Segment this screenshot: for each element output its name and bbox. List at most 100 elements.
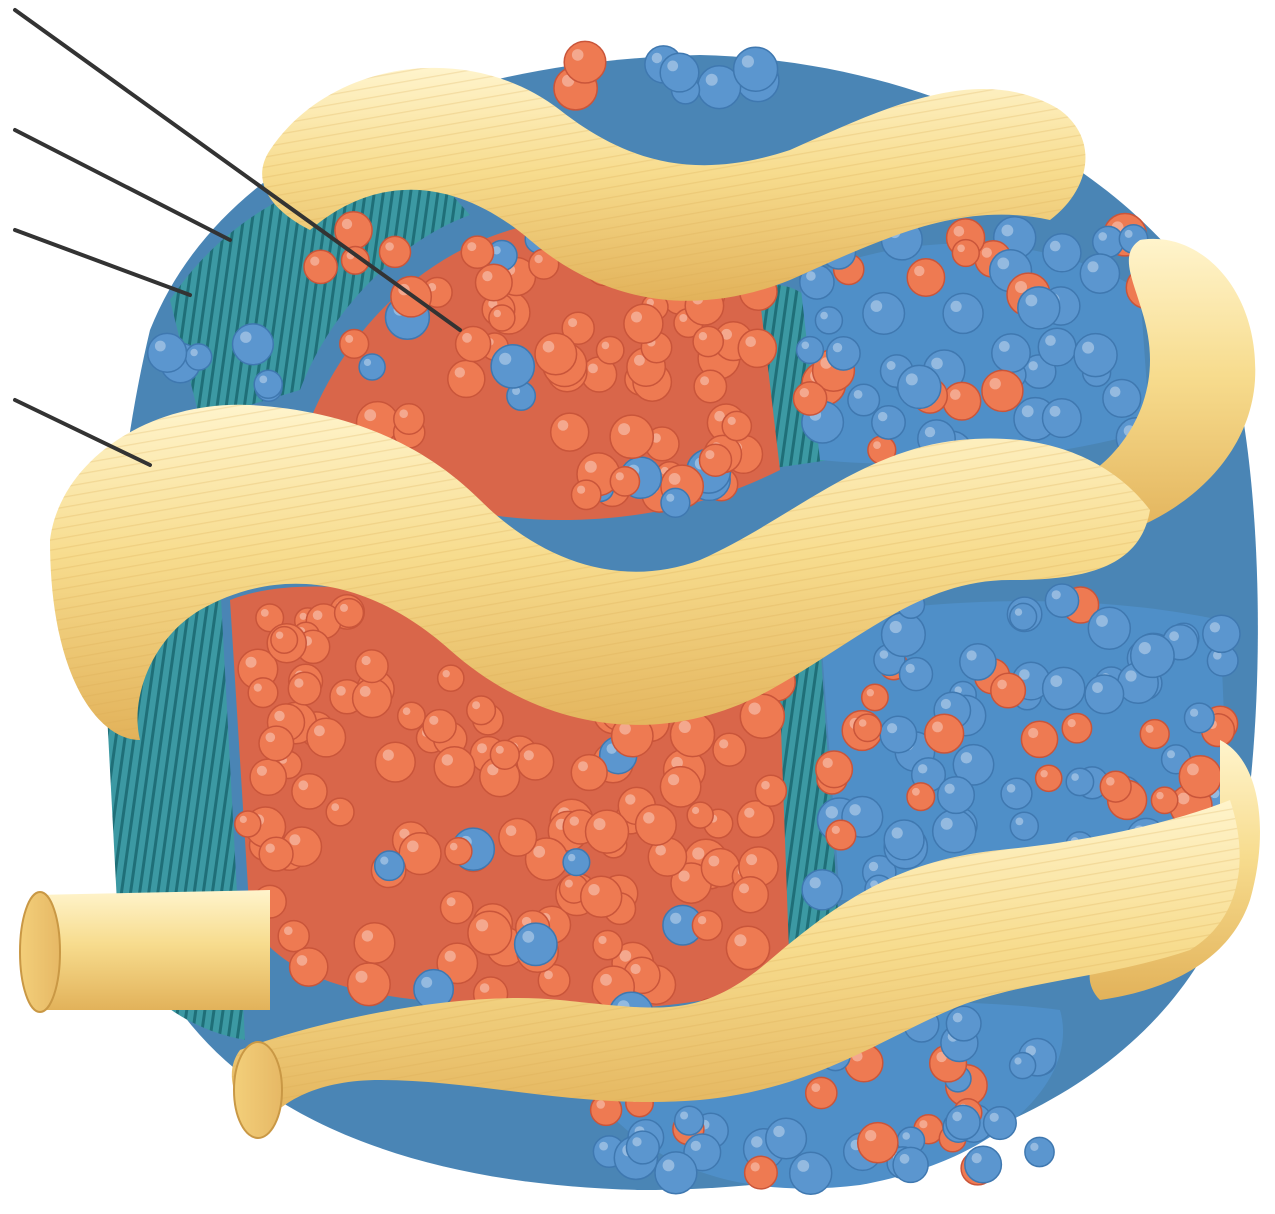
lipid-head-blue: [1203, 615, 1240, 652]
lipid-head-blue: [563, 849, 590, 876]
lipid-head-red: [732, 877, 768, 913]
lipid-head-blue: [965, 1146, 1002, 1183]
lipid-head-highlight: [900, 1154, 910, 1164]
lipid-head-blue: [766, 1118, 807, 1159]
lipid-head-red: [755, 775, 786, 806]
lipid-head-highlight: [364, 359, 371, 366]
lipid-head-red: [380, 236, 411, 267]
lipid-head-blue: [1074, 334, 1117, 377]
lipid-head-highlight: [751, 1162, 760, 1171]
lipid-head-highlight: [602, 342, 610, 350]
lipid-head-red: [551, 413, 589, 451]
lipid-head-blue: [1043, 399, 1082, 438]
lipid-head-red: [694, 370, 726, 402]
lipid-head-blue: [375, 851, 404, 880]
lipid-head-highlight: [506, 825, 517, 836]
lipid-head-highlight: [749, 703, 761, 715]
lipid-head-red: [1151, 787, 1177, 813]
lipid-head-highlight: [967, 650, 977, 660]
lipid-head-highlight: [692, 807, 699, 814]
lipid-head-highlight: [616, 472, 624, 480]
lipid-head-highlight: [482, 271, 492, 281]
lipid-head-blue: [186, 344, 212, 370]
lipid-head-blue: [1043, 234, 1081, 272]
lipid-head-red: [292, 774, 327, 809]
lipid-head-blue: [960, 644, 996, 680]
lipid-head-blue: [946, 1105, 980, 1139]
lipid-head-highlight: [297, 955, 308, 966]
lipid-head-highlight: [953, 1013, 963, 1023]
lipid-head-highlight: [544, 971, 553, 980]
lipid-head-highlight: [890, 621, 902, 633]
lipid-head-highlight: [925, 427, 935, 437]
lipid-head-red: [1140, 720, 1169, 749]
lipid-head-highlight: [728, 417, 736, 425]
lipid-head-highlight: [1068, 719, 1076, 727]
lipid-head-highlight: [399, 409, 408, 418]
lipid-head-blue: [1038, 328, 1076, 366]
lipid-head-red: [700, 444, 732, 476]
lipid-head-blue: [515, 923, 557, 965]
lipid-head-highlight: [631, 312, 642, 323]
lipid-head-highlight: [854, 390, 863, 399]
lipid-head-highlight: [832, 826, 840, 834]
lipid-head-highlight: [972, 1153, 982, 1163]
lipid-head-red: [461, 236, 493, 268]
lipid-head-highlight: [950, 389, 961, 400]
lipid-head-highlight: [691, 1141, 701, 1151]
lipid-head-red: [943, 382, 981, 420]
lipid-head-red: [907, 783, 935, 811]
lipid-head-blue: [233, 324, 274, 365]
lipid-head-highlight: [155, 341, 166, 352]
lipid-head-red: [235, 811, 261, 837]
lipid-head-highlight: [859, 719, 867, 727]
lipid-head-highlight: [1040, 770, 1047, 777]
lipid-head-highlight: [849, 804, 860, 815]
lipid-head-highlight: [462, 333, 472, 343]
lipid-head-red: [354, 923, 395, 964]
lipid-head-blue: [1018, 287, 1060, 329]
lipid-head-red: [982, 370, 1023, 411]
lipid-head-red: [1021, 721, 1057, 757]
lipid-head-blue: [815, 307, 842, 334]
lipid-head-highlight: [572, 49, 584, 61]
lipid-head-highlight: [1190, 709, 1198, 717]
lipid-head-highlight: [447, 897, 456, 906]
lipid-head-red: [925, 714, 964, 753]
lipid-head-highlight: [705, 450, 714, 459]
lipid-head-highlight: [524, 750, 534, 760]
lipid-head-highlight: [871, 300, 883, 312]
lipid-head-blue: [1043, 667, 1085, 709]
sheath-tube-left-stub: [35, 890, 270, 1010]
lipid-head-blue: [661, 488, 690, 517]
lipid-head-highlight: [558, 420, 569, 431]
lipid-head-highlight: [719, 739, 728, 748]
lipid-head-highlight: [568, 854, 575, 861]
lipid-head-red: [1062, 714, 1091, 743]
lipid-head-highlight: [336, 686, 346, 696]
lipid-head-red: [713, 733, 746, 766]
lipid-head-red: [375, 742, 415, 782]
lipid-head-blue: [938, 777, 975, 814]
lipid-head-highlight: [625, 794, 635, 804]
lipid-head-highlight: [240, 816, 247, 823]
lipid-head-red: [445, 838, 472, 865]
lipid-head-highlight: [599, 1142, 608, 1151]
lipid-head-red: [826, 820, 856, 850]
lipid-head-red: [468, 911, 512, 955]
lipid-head-red: [489, 305, 515, 331]
lipid-head-red: [858, 1123, 898, 1163]
lipid-head-highlight: [931, 358, 943, 370]
lipid-head-highlight: [751, 1136, 762, 1147]
lipid-head-red: [499, 819, 537, 857]
lipid-head-blue: [884, 820, 924, 860]
lipid-head-highlight: [1045, 335, 1056, 346]
lipid-head-blue: [933, 810, 976, 853]
lipid-head-highlight: [800, 388, 809, 397]
lipid-head-highlight: [746, 854, 757, 865]
leader-line-2: [15, 130, 230, 240]
lipid-head-red: [438, 665, 464, 691]
lipid-head-highlight: [568, 318, 577, 327]
lipid-head-blue: [660, 53, 699, 92]
lipid-head-red: [307, 718, 346, 757]
